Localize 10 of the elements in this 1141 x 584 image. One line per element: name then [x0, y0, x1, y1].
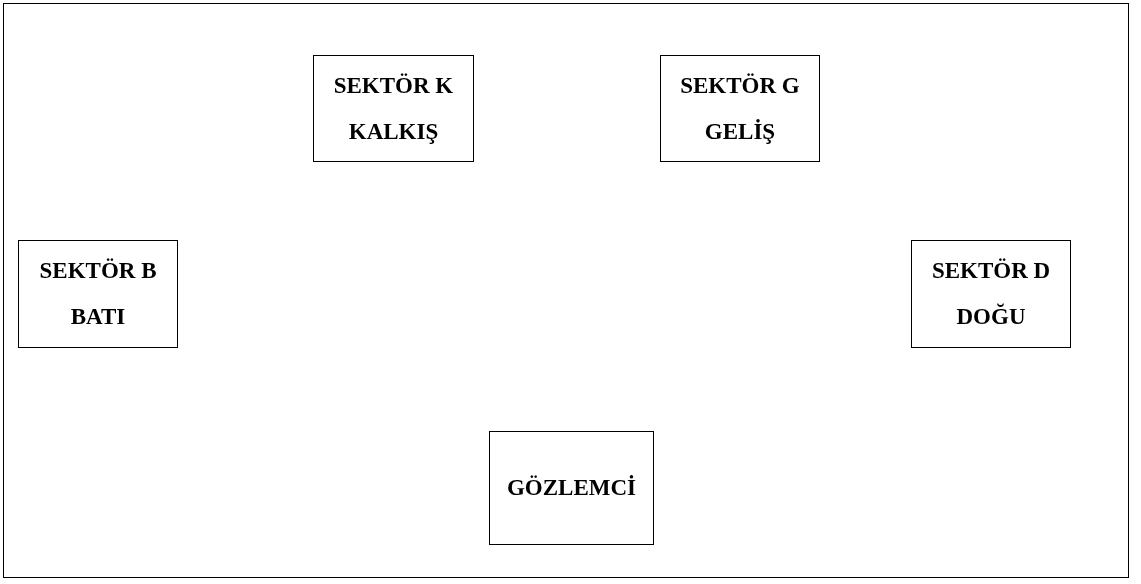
sector-box: [489, 431, 654, 545]
sector-box: [911, 240, 1071, 348]
sector-box: [660, 55, 820, 162]
box-label: SEKTÖR K KALKIŞ: [332, 71, 455, 146]
box-label: GÖZLEMCİ: [505, 474, 638, 502]
sector-box: [313, 55, 474, 162]
sector-box: [18, 240, 178, 348]
box-label: SEKTÖR G GELİŞ: [679, 71, 801, 146]
box-label: SEKTÖR B BATI: [38, 257, 158, 331]
box-label: SEKTÖR D DOĞU: [930, 257, 1052, 331]
